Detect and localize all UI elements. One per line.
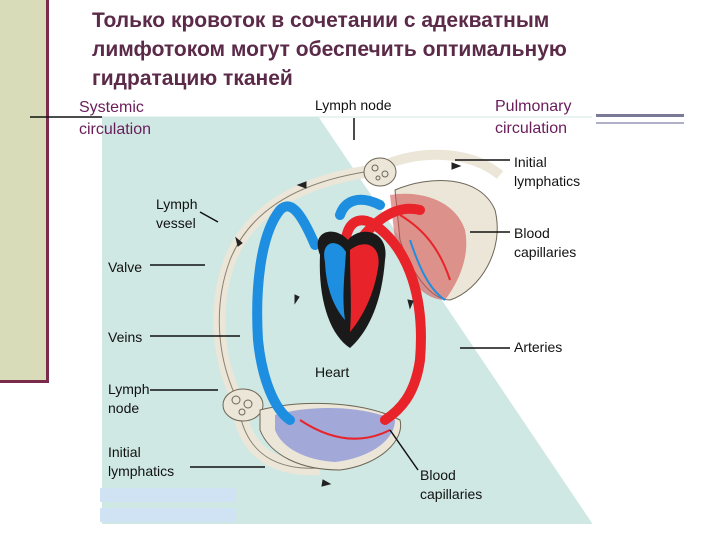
arteries-label: Arteries bbox=[514, 339, 563, 355]
lymph-vessel-line-1: Lymph bbox=[156, 196, 198, 212]
heart-shape bbox=[317, 231, 386, 348]
slide-title: Только кровоток в сочетании с адекватным… bbox=[92, 6, 692, 93]
pulmonary-line-1: Pulmonary bbox=[495, 98, 572, 115]
lymph-node-left-line-2: node bbox=[108, 400, 140, 416]
veins-label: Veins bbox=[108, 329, 143, 345]
lymph-node-top-shape bbox=[363, 157, 397, 187]
caption-box-1 bbox=[100, 488, 236, 502]
slide-sidebar bbox=[0, 0, 46, 382]
blood-capillaries-right-label: Blood capillaries bbox=[514, 224, 576, 262]
pulmonary-line-2: circulation bbox=[495, 120, 568, 137]
blood-capillaries-right-line-1: Blood bbox=[514, 225, 550, 241]
lymph-node-left-line-1: Lymph bbox=[108, 381, 150, 397]
blood-capillaries-right-line-2: capillaries bbox=[514, 244, 577, 260]
blood-capillaries-bottom-line-2: capillaries bbox=[420, 486, 483, 502]
pulmonary-circulation-label: Pulmonary circulation bbox=[495, 96, 571, 140]
flow-arrows bbox=[235, 162, 462, 487]
sidebar-bottom-rule bbox=[0, 380, 49, 383]
systemic-capillary-bed bbox=[259, 402, 402, 471]
initial-lymphatics-top-label: Initial lymphatics bbox=[514, 153, 580, 191]
initial-lymphatics-top-line-1: Initial bbox=[514, 154, 547, 170]
systemic-line-1: Systemic bbox=[79, 99, 144, 116]
right-rule-2 bbox=[596, 122, 684, 124]
lymph-node-top-label: Lymph node bbox=[315, 97, 392, 113]
valve-label: Valve bbox=[108, 259, 142, 275]
initial-lymphatics-left-line-1: Initial bbox=[108, 444, 141, 460]
leader-lines bbox=[150, 118, 510, 471]
title-line-3: гидратацию тканей bbox=[92, 67, 293, 90]
systemic-circulation-label: Systemic circulation bbox=[79, 97, 151, 141]
lymph-node-left-shape bbox=[222, 388, 264, 422]
initial-lymphatics-left-line-2: lymphatics bbox=[108, 463, 175, 479]
title-line-1: Только кровоток в сочетании с адекватным bbox=[92, 9, 550, 32]
caption-box-2 bbox=[100, 508, 236, 522]
systemic-line-2: circulation bbox=[79, 121, 152, 138]
blood-capillaries-bottom-line-1: Blood bbox=[420, 467, 456, 483]
veins-path bbox=[252, 194, 385, 425]
initial-lymphatics-top-line-2: lymphatics bbox=[514, 173, 581, 189]
initial-lymphatics-left-label: Initial lymphatics bbox=[108, 443, 174, 481]
lymph-vessel-line-2: vessel bbox=[156, 215, 196, 231]
lymph-vessel-label: Lymph vessel bbox=[156, 195, 198, 233]
blood-capillaries-bottom-label: Blood capillaries bbox=[420, 466, 482, 504]
sidebar-edge bbox=[46, 0, 49, 382]
title-line-2: лимфотоком могут обеспечить оптимальную bbox=[92, 38, 567, 61]
lymph-vessels bbox=[213, 149, 504, 476]
right-rule bbox=[596, 114, 684, 117]
heart-label: Heart bbox=[315, 364, 350, 380]
lymph-node-left-label: Lymph node bbox=[108, 380, 150, 418]
